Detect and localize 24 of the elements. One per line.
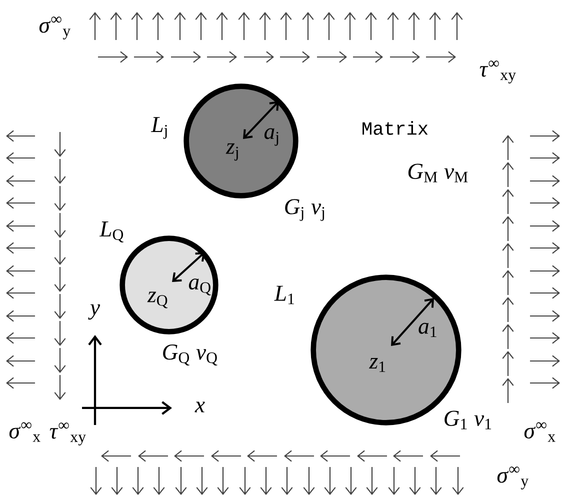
inclusion-circle bbox=[310, 274, 462, 426]
math-label: L$_{1}$ bbox=[274, 286, 294, 304]
math-label: z$_{j}$ bbox=[226, 143, 238, 161]
math-label: x bbox=[194, 402, 205, 412]
math-label: G$_{Q}$ ν$_{Q}$ bbox=[163, 344, 218, 366]
math-label: L$_{j}$ bbox=[150, 117, 167, 139]
math-label: σ$^{∞}$x bbox=[524, 422, 556, 442]
math-label: G$_{M}$ ν$_{M}$ bbox=[408, 164, 468, 182]
math-label: L$_{Q}$ bbox=[99, 222, 124, 242]
math-label: z$_{1}$ bbox=[369, 358, 386, 372]
material-label: Matrix bbox=[362, 121, 428, 135]
math-label: G$_{j}$ ν$_{j}$ bbox=[285, 199, 324, 221]
inclusion-circle bbox=[184, 84, 298, 198]
math-label: z$_{Q}$ bbox=[147, 292, 168, 308]
math-label: σ$^{∞}$y bbox=[39, 16, 71, 40]
math-label: σ$^{∞}$y bbox=[497, 466, 529, 490]
math-label: σ$^{∞}$x bbox=[9, 422, 40, 442]
math-label: τ$^{∞}$xy bbox=[50, 422, 86, 446]
math-label: τ$^{∞}$xy bbox=[480, 60, 516, 84]
math-label: a$_{1}$ bbox=[418, 322, 436, 338]
math-label: G$_{1}$ ν$_{1}$ bbox=[444, 410, 492, 430]
math-label: a$_{Q}$ bbox=[188, 278, 211, 296]
math-label: a$_{j}$ bbox=[264, 128, 278, 146]
math-label: y bbox=[88, 304, 100, 320]
